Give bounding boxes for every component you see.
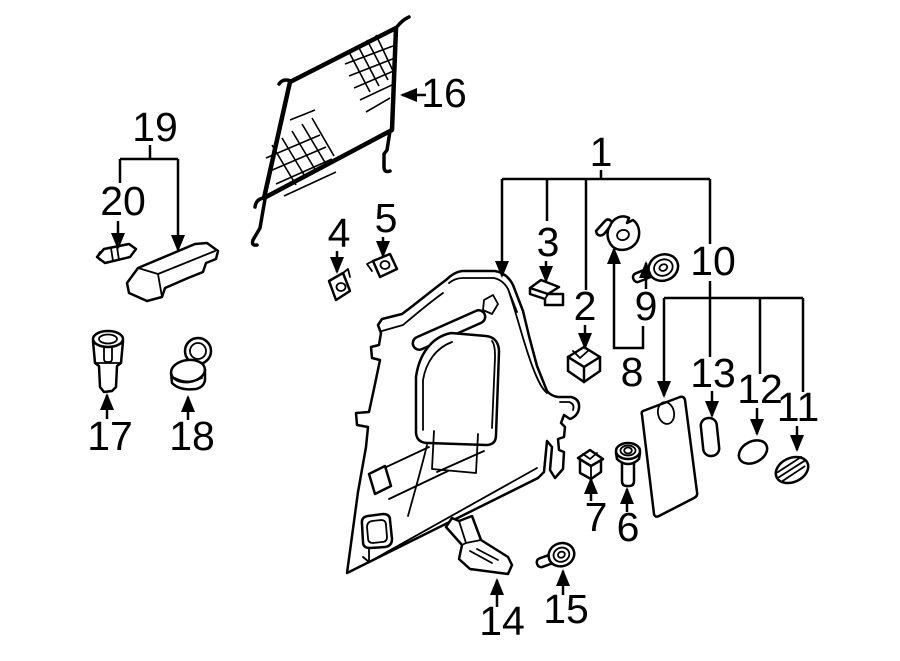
quarter-trim-panel-drawing xyxy=(345,269,581,575)
mounting-screw-drawing xyxy=(535,541,576,569)
lower-trim-panel-drawing xyxy=(640,395,699,518)
square-cap-drawing xyxy=(576,448,605,481)
callout-2-label[interactable]: 2 xyxy=(574,283,597,329)
callout-15-label[interactable]: 15 xyxy=(543,586,589,632)
callout-6-label[interactable]: 6 xyxy=(617,504,640,550)
socket-bolt-drawing xyxy=(614,441,642,488)
callout-9-label[interactable]: 9 xyxy=(635,283,658,329)
oval-plug-drawing xyxy=(774,455,810,485)
callout-7-label[interactable]: 7 xyxy=(585,494,608,540)
mounting-clip-drawing xyxy=(528,278,565,307)
bracket-rail-drawing xyxy=(125,241,220,303)
callout-3-label[interactable]: 3 xyxy=(537,219,560,265)
trim-clip-4-drawing xyxy=(327,268,352,302)
callout-10-lines xyxy=(657,281,805,398)
trim-clip-5-drawing xyxy=(366,252,399,279)
callout-14-label[interactable]: 14 xyxy=(479,598,525,644)
callout-19-label[interactable]: 19 xyxy=(132,104,178,150)
guide-pin-drawing xyxy=(95,242,138,265)
callout-8-label[interactable]: 8 xyxy=(621,349,644,395)
callout-11-label[interactable]: 11 xyxy=(777,384,820,430)
support-bracket-drawing xyxy=(444,514,514,576)
callout-20-label[interactable]: 20 xyxy=(100,178,146,224)
callout-12-label[interactable]: 12 xyxy=(737,366,783,412)
callout-1-label[interactable]: 1 xyxy=(590,129,613,175)
callout-4-label[interactable]: 4 xyxy=(328,210,351,256)
callout-1-lines xyxy=(495,170,712,290)
callout-17-label[interactable]: 17 xyxy=(87,413,133,459)
callout-8-lines xyxy=(607,247,645,350)
callout-10-label[interactable]: 10 xyxy=(690,238,736,284)
grommet-cap-drawing xyxy=(169,336,213,391)
wing-bolt-drawing xyxy=(594,215,641,252)
callout-13-label[interactable]: 13 xyxy=(690,350,736,396)
round-plug-drawing xyxy=(737,439,769,465)
callout-18-label[interactable]: 18 xyxy=(169,413,215,459)
push-pin-retainer-drawing xyxy=(91,329,125,394)
window-opening xyxy=(414,331,501,447)
grommet-13-drawing xyxy=(699,416,721,458)
retainer-clip-drawing xyxy=(566,345,602,384)
callout-19-lines xyxy=(118,145,185,252)
callout-16-label[interactable]: 16 xyxy=(421,70,467,116)
callout-5-label[interactable]: 5 xyxy=(375,195,398,241)
cargo-net-drawing xyxy=(250,15,411,247)
